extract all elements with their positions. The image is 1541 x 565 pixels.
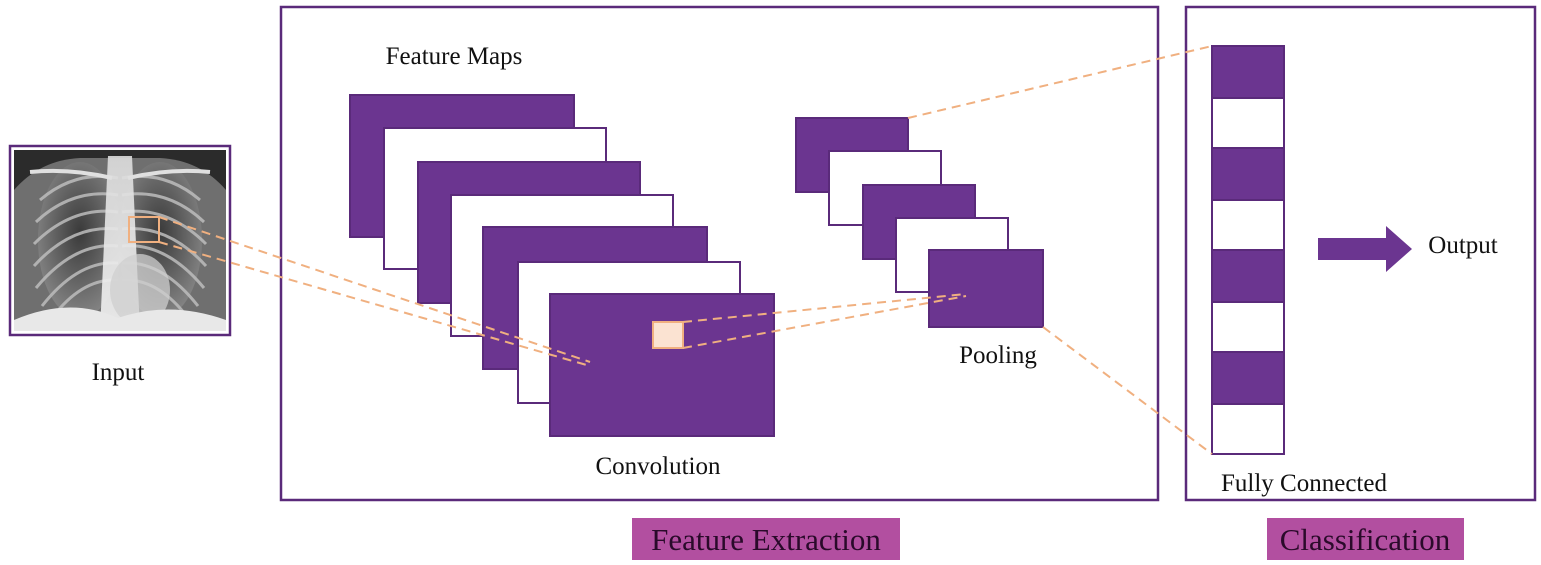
connector-conv-top: [682, 293, 967, 323]
fc-unit-3: [1211, 147, 1285, 201]
input-receptive-field: [128, 216, 160, 243]
fc-unit-4: [1211, 199, 1285, 251]
pooling-label: Pooling: [959, 342, 1037, 369]
convolution-feature-maps: [349, 94, 775, 437]
feature-maps-label: Feature Maps: [386, 43, 523, 70]
pooled-map-5: [928, 249, 1044, 328]
connector-pool-bottom: [1042, 326, 1213, 455]
classification-caption-bg: [1267, 518, 1464, 560]
fc-unit-6: [1211, 301, 1285, 353]
fc-unit-5: [1211, 249, 1285, 303]
feature-extraction-frame: [279, 5, 1160, 502]
convolution-highlight-patch: [652, 321, 684, 349]
dashed-connectors: [158, 45, 1213, 455]
fc-unit-1: [1211, 45, 1285, 99]
fc-unit-2: [1211, 97, 1285, 149]
input-label: Input: [92, 359, 145, 386]
output-label: Output: [1428, 232, 1498, 259]
convolution-label: Convolution: [595, 453, 721, 480]
fc-unit-7: [1211, 351, 1285, 405]
feature-extraction-caption: Feature Extraction: [651, 522, 881, 557]
fully-connected-layer: [1211, 45, 1285, 455]
fc-unit-8: [1211, 403, 1285, 455]
connector-pool-top: [907, 45, 1213, 119]
connector-conv-bottom: [682, 295, 967, 349]
pooling-feature-maps: [795, 117, 1044, 328]
arrow-right-icon: [1318, 226, 1412, 272]
fully-connected-label: Fully Connected: [1221, 470, 1387, 497]
input-xray-image: [8, 144, 232, 337]
classification-caption: Classification: [1280, 522, 1451, 557]
classification-frame: [1184, 5, 1537, 502]
feature-extraction-caption-bg: [632, 518, 900, 560]
connector-input-top: [158, 216, 591, 363]
